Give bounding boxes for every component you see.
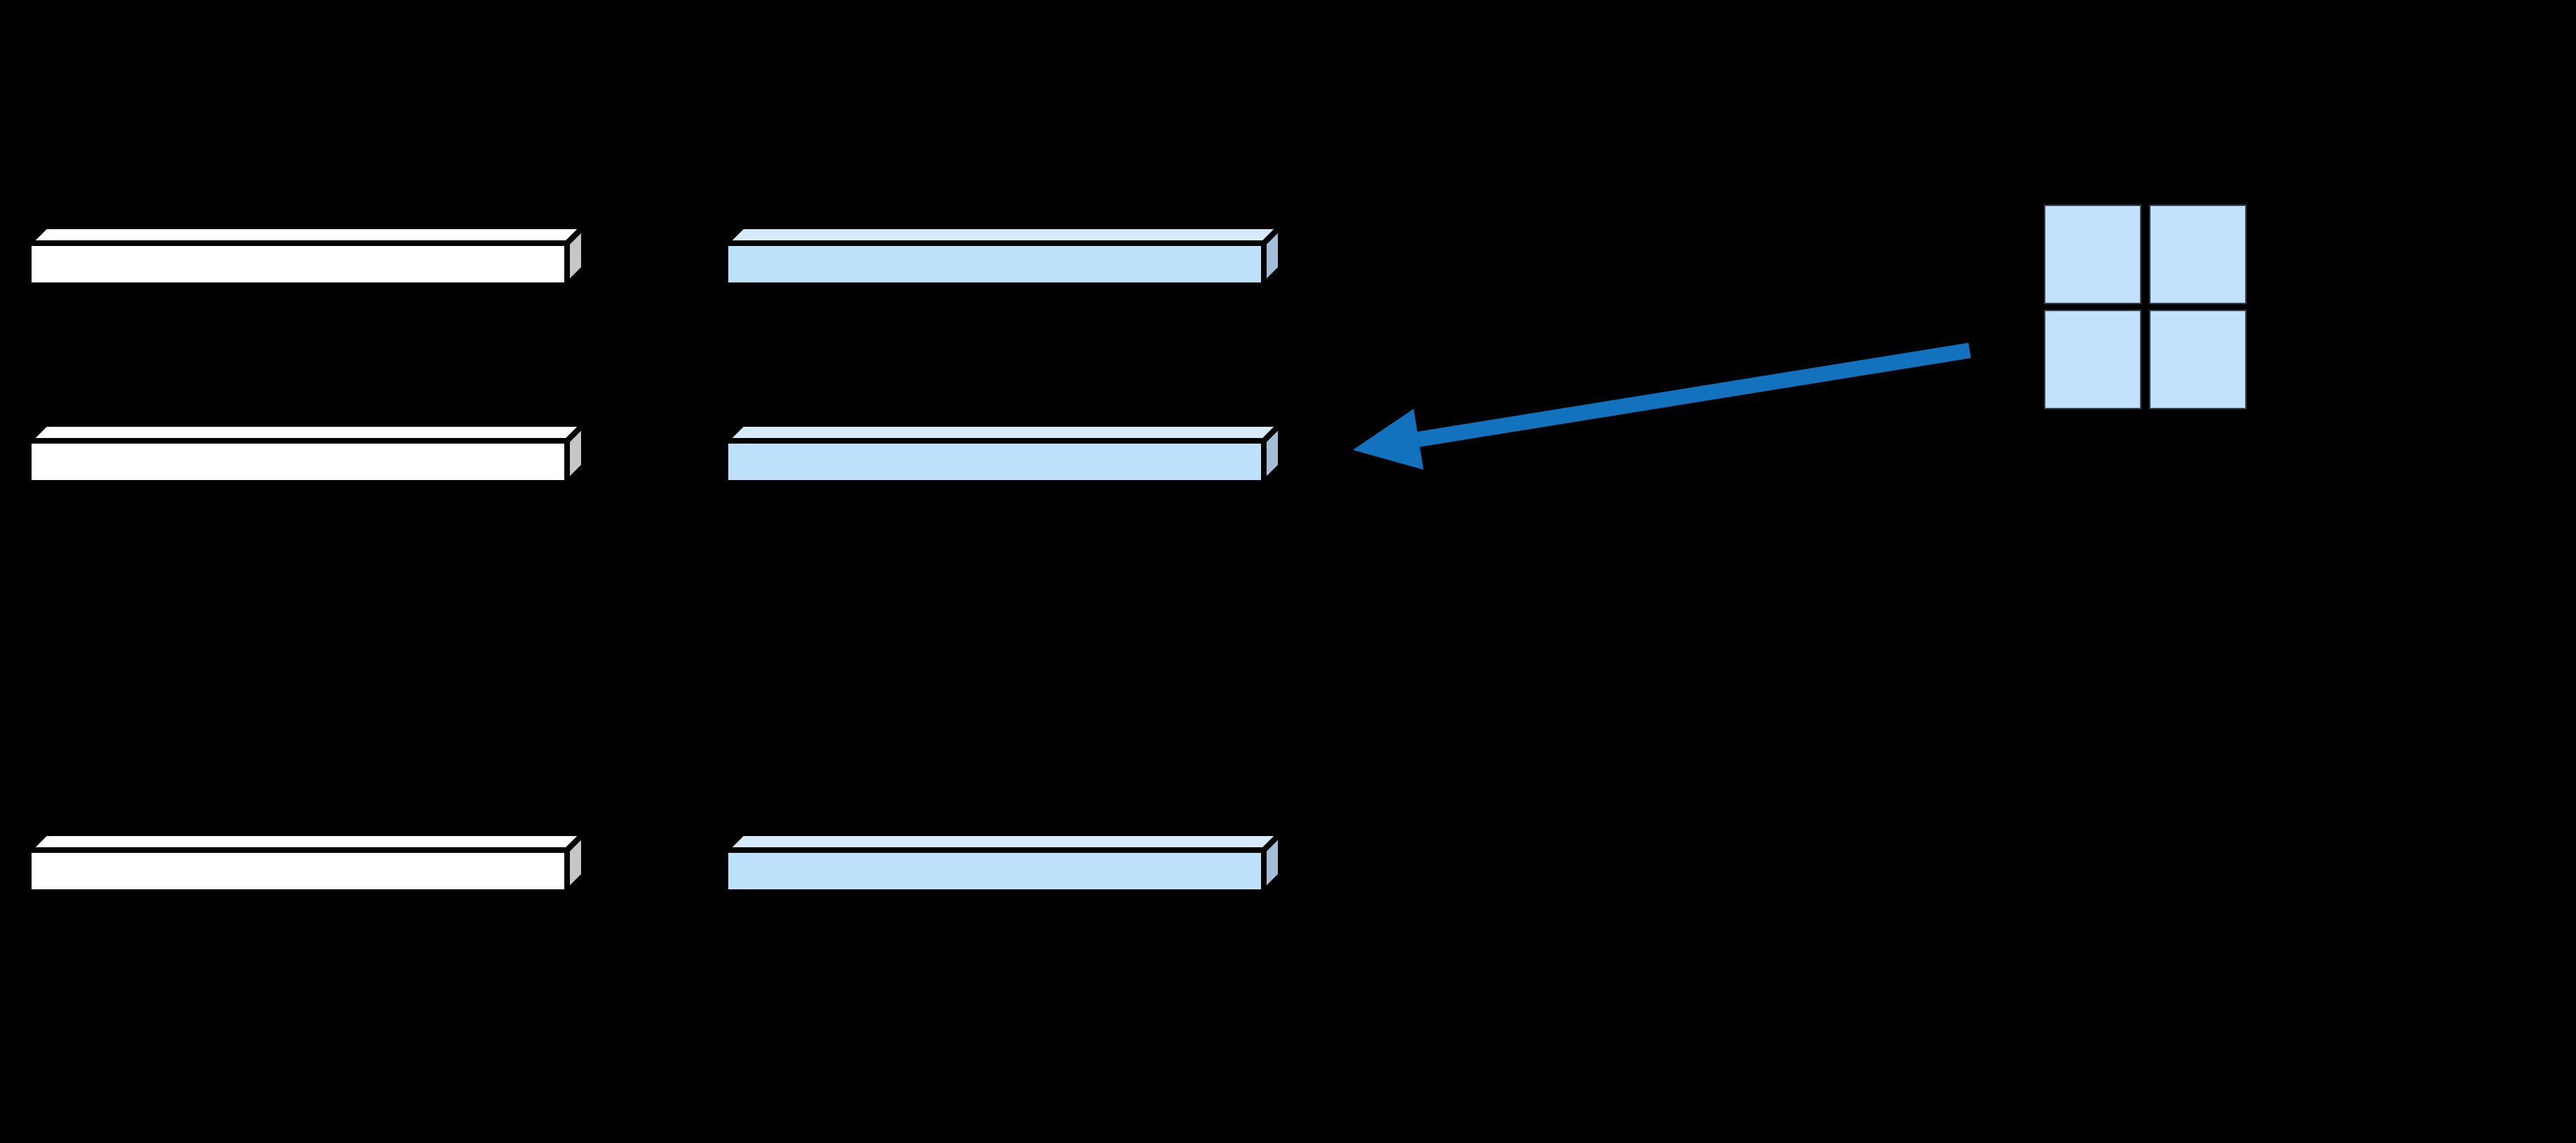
- blue-slab-1: [718, 219, 1288, 292]
- matrix-cell: [2149, 205, 2247, 304]
- slab-front-face: [723, 438, 1267, 486]
- slab-front-face: [26, 438, 570, 486]
- blue-arrow: [1353, 343, 1971, 470]
- slab-front-face: [723, 847, 1267, 895]
- white-slab-2: [22, 417, 591, 490]
- matrix-cell: [2044, 310, 2141, 409]
- blue-slab-stack: [718, 219, 1288, 899]
- matrix-cell: [2149, 310, 2247, 409]
- matrix-cell: [2044, 205, 2141, 304]
- slab-front-face: [26, 240, 570, 288]
- blue-slab-2: [718, 417, 1288, 490]
- blue-slab-3: [718, 826, 1288, 899]
- slab-front-face: [723, 240, 1267, 288]
- white-slab-3: [22, 826, 591, 899]
- white-slab-stack: [22, 219, 591, 899]
- white-slab-1: [22, 219, 591, 292]
- arrow-shape: [1353, 343, 1971, 470]
- matrix-grid-icon: [2044, 205, 2247, 409]
- slab-front-face: [26, 847, 570, 895]
